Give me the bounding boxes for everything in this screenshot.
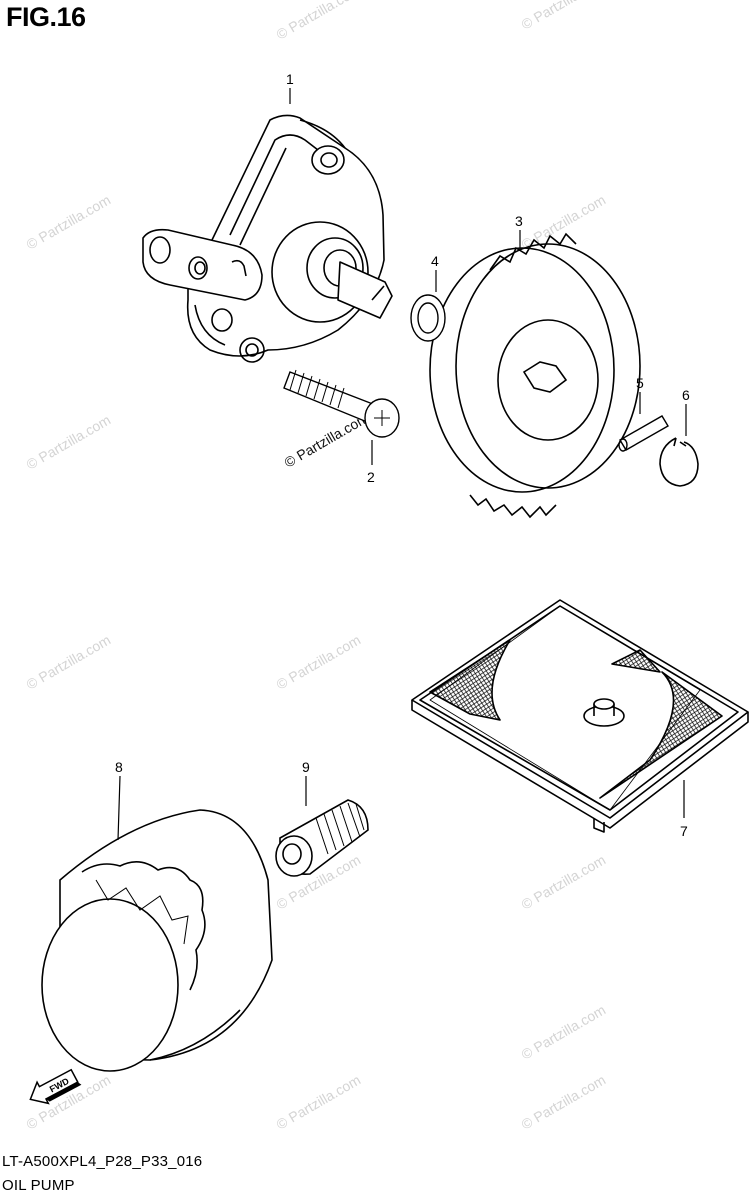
figure-code: LT-A500XPL4_P28_P33_016: [2, 1153, 203, 1170]
part-oil-pump-body: [142, 88, 393, 363]
watermark: © Partzilla.com: [24, 412, 114, 473]
part-oil-filter: [41, 775, 273, 1072]
figure-name: OIL PUMP: [2, 1177, 75, 1194]
forward-arrow-icon: [29, 1068, 79, 1105]
callout-part-5: 5: [636, 375, 644, 391]
watermark: © Partzilla.com: [24, 632, 114, 693]
watermark: © Partzilla.com: [274, 0, 364, 43]
part-oil-strainer: [411, 599, 749, 833]
watermark: © Partzilla.com: [274, 1072, 364, 1133]
watermark: © Partzilla.com: [519, 1072, 609, 1133]
callout-part-3: 3: [515, 213, 523, 229]
watermark: © Partzilla.com: [519, 0, 609, 33]
part-circlip: [659, 404, 699, 487]
callout-part-2: 2: [367, 469, 375, 485]
part-pin: [618, 392, 669, 452]
figure-title: FIG.16: [6, 2, 86, 32]
watermark: © Partzilla.com: [274, 632, 364, 693]
callout-part-6: 6: [682, 387, 690, 403]
part-union-bolt: [275, 776, 369, 877]
part-oil-pump-driven-gear: [429, 230, 641, 519]
watermark: © Partzilla.com: [519, 1002, 609, 1063]
forward-arrow: FWD: [29, 1068, 82, 1105]
callout-part-1: 1: [286, 71, 294, 87]
part-bolt: [283, 369, 400, 465]
callout-part-4: 4: [431, 253, 439, 269]
watermark: © Partzilla.com: [519, 852, 609, 913]
watermark: © Partzilla.com: [24, 192, 114, 253]
callout-labels: 1 2 3 4 5 6 7 8 9: [115, 71, 690, 839]
part-washer: [410, 270, 446, 342]
callout-part-7: 7: [680, 823, 688, 839]
callout-part-8: 8: [115, 759, 123, 775]
callout-part-9: 9: [302, 759, 310, 775]
